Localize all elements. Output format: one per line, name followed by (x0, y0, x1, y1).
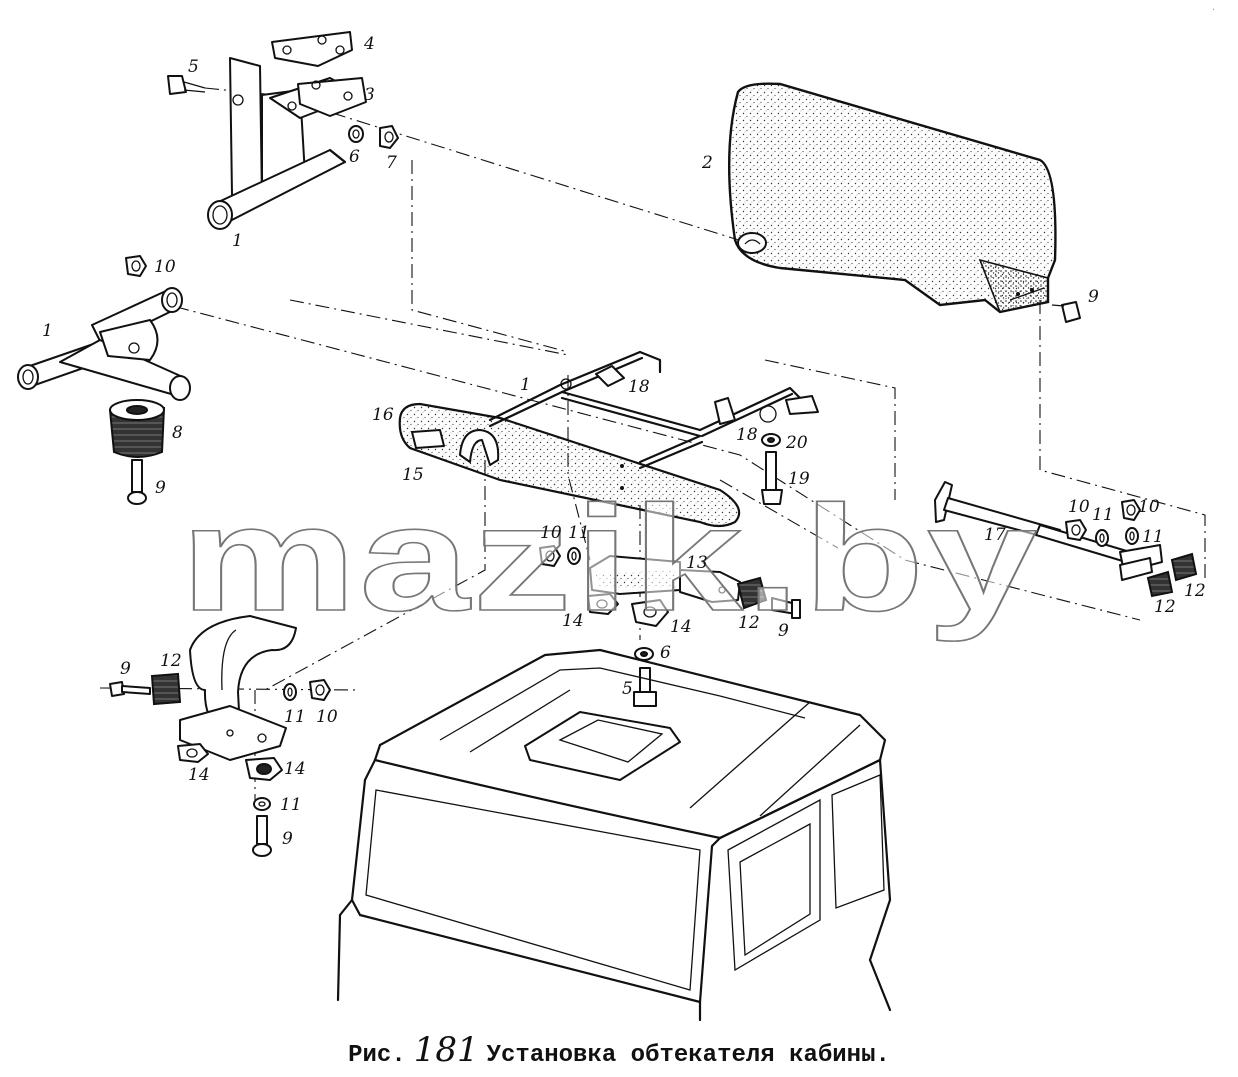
callout-label: 10 (1068, 497, 1090, 517)
callout-label: 16 (372, 405, 394, 425)
nut-10-mid (539, 545, 561, 567)
washer-11-bl (283, 683, 297, 701)
bolt-5-roof (633, 667, 657, 707)
callout-label: 20 (785, 433, 808, 453)
nut-10-left (125, 255, 147, 277)
mounting-plate-3 (297, 77, 367, 117)
bolt-9-mid (771, 597, 801, 619)
callout-label: 11 (1092, 505, 1114, 525)
washer-6-roof (634, 647, 654, 661)
bolt-5-top (167, 75, 206, 95)
callout-label: 14 (284, 759, 306, 779)
callout-label: 11 (280, 795, 302, 815)
corner-mark: . (1212, 1, 1215, 13)
callout-label: 12 (1154, 597, 1176, 617)
washer-6-top (348, 125, 364, 143)
bolt-19 (761, 451, 783, 505)
callout-label: 3 (364, 85, 375, 105)
rubber-pads-12-right (1146, 552, 1198, 598)
callout-label: 9 (155, 478, 166, 498)
fairing-pad-15 (398, 402, 741, 528)
figure-caption: Рис. 181 Установка обтекателя кабины. (0, 1030, 1238, 1070)
callout-label: 9 (120, 659, 131, 679)
rubber-cushion-8 (108, 399, 166, 458)
rubber-pad-12-mid (736, 576, 768, 610)
callout-label: 18 (628, 377, 650, 397)
callout-label: 14 (562, 611, 584, 631)
pad-14-bl-a (177, 743, 209, 763)
bolt-9-right (1051, 301, 1081, 323)
washer-11-bl-low (253, 797, 271, 811)
callout-label: 11 (1142, 527, 1164, 547)
nut-10-bl (309, 679, 331, 701)
callout-label: 10 (316, 707, 338, 727)
callout-label: 9 (778, 621, 789, 641)
callout-label: 10 (154, 257, 176, 277)
callout-label: 1 (520, 375, 531, 395)
callout-label: 10 (1138, 497, 1160, 517)
callout-label: 5 (622, 679, 633, 699)
callout-label: 18 (736, 425, 758, 445)
rubber-pad-12-bl (150, 672, 182, 706)
callout-label: 7 (386, 153, 397, 173)
callout-labels: 4 5 3 6 7 1 2 10 1 8 9 9 1 18 16 15 18 2… (42, 34, 1206, 849)
callout-label: 6 (349, 147, 360, 167)
callout-label: 13 (686, 553, 708, 573)
callout-label: 11 (568, 523, 590, 543)
callout-label: 14 (188, 765, 210, 785)
left-tube-bracket (17, 287, 191, 401)
upper-mounting-bracket (207, 57, 361, 230)
callout-label: 4 (363, 34, 375, 54)
support-frame-1 (488, 350, 819, 470)
right-fasteners (1065, 499, 1141, 547)
washer-20 (761, 433, 781, 447)
callout-label: 19 (788, 469, 810, 489)
callout-label: 6 (660, 643, 671, 663)
bolt-9-left (127, 459, 147, 505)
callout-label: 15 (402, 465, 424, 485)
callout-label: 10 (540, 523, 562, 543)
caption-prefix: Рис. (348, 1042, 406, 1069)
callout-label: 9 (282, 829, 293, 849)
callout-label: 12 (160, 651, 182, 671)
callout-label: 12 (738, 613, 760, 633)
callout-label: 14 (670, 617, 692, 637)
callout-label: 5 (188, 57, 199, 77)
callout-label: 1 (232, 231, 243, 251)
callout-label: 12 (1184, 581, 1206, 601)
caption-title: Установка обтекателя кабины. (486, 1042, 890, 1069)
strut-17 (934, 481, 1163, 581)
pad-14-a (587, 593, 619, 615)
callout-label: 2 (701, 153, 713, 173)
lower-clamp-bracket (179, 615, 297, 761)
bolt-9-bl (109, 681, 151, 697)
pad-14-b (631, 599, 669, 627)
nut-7 (379, 125, 399, 149)
watermark-text: mazik.by (180, 474, 1040, 642)
bracket-13 (589, 555, 741, 603)
cab-fairing-2 (727, 82, 1057, 314)
truck-cab (336, 648, 892, 1022)
callout-label: 1 (42, 321, 53, 341)
callout-label: 11 (284, 707, 306, 727)
figure-number: 181 (413, 1030, 479, 1070)
callout-label: 17 (984, 525, 1006, 545)
mounting-plate-4 (271, 31, 353, 67)
callout-label: 8 (172, 423, 183, 443)
bolt-9-bl-low (252, 815, 272, 857)
washer-11-mid (567, 547, 581, 565)
pad-14-bl-b (245, 757, 283, 781)
callout-label: 9 (1088, 287, 1099, 307)
